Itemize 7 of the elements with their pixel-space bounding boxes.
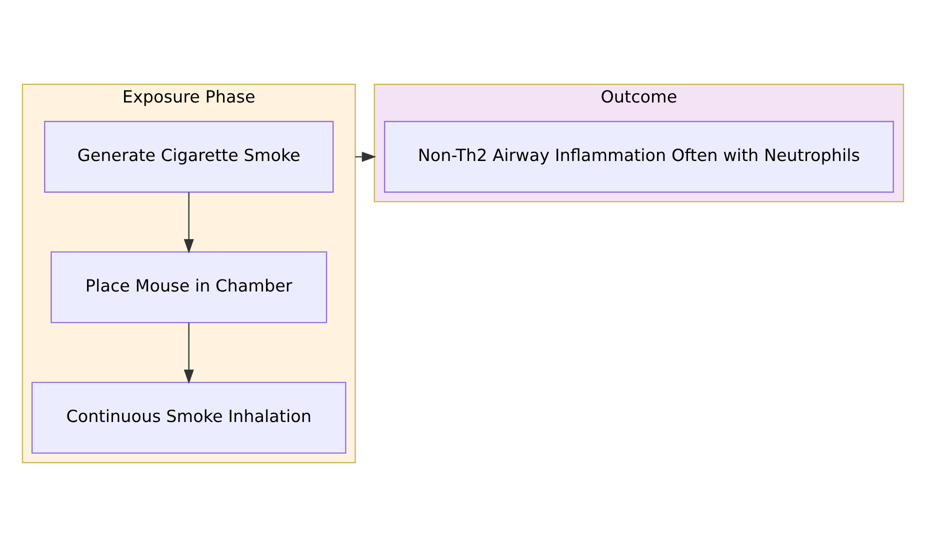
arrow [184,192,194,253]
arrow [355,151,376,162]
arrow [184,322,194,384]
node-box: Continuous Smoke Inhalation [31,381,346,454]
node-box: Non-Th2 Airway Inflammation Often with Neutrophils [384,120,894,192]
node-box: Generate Cigarette Smoke [44,120,334,192]
node-box: Place Mouse in Chamber [50,250,328,323]
